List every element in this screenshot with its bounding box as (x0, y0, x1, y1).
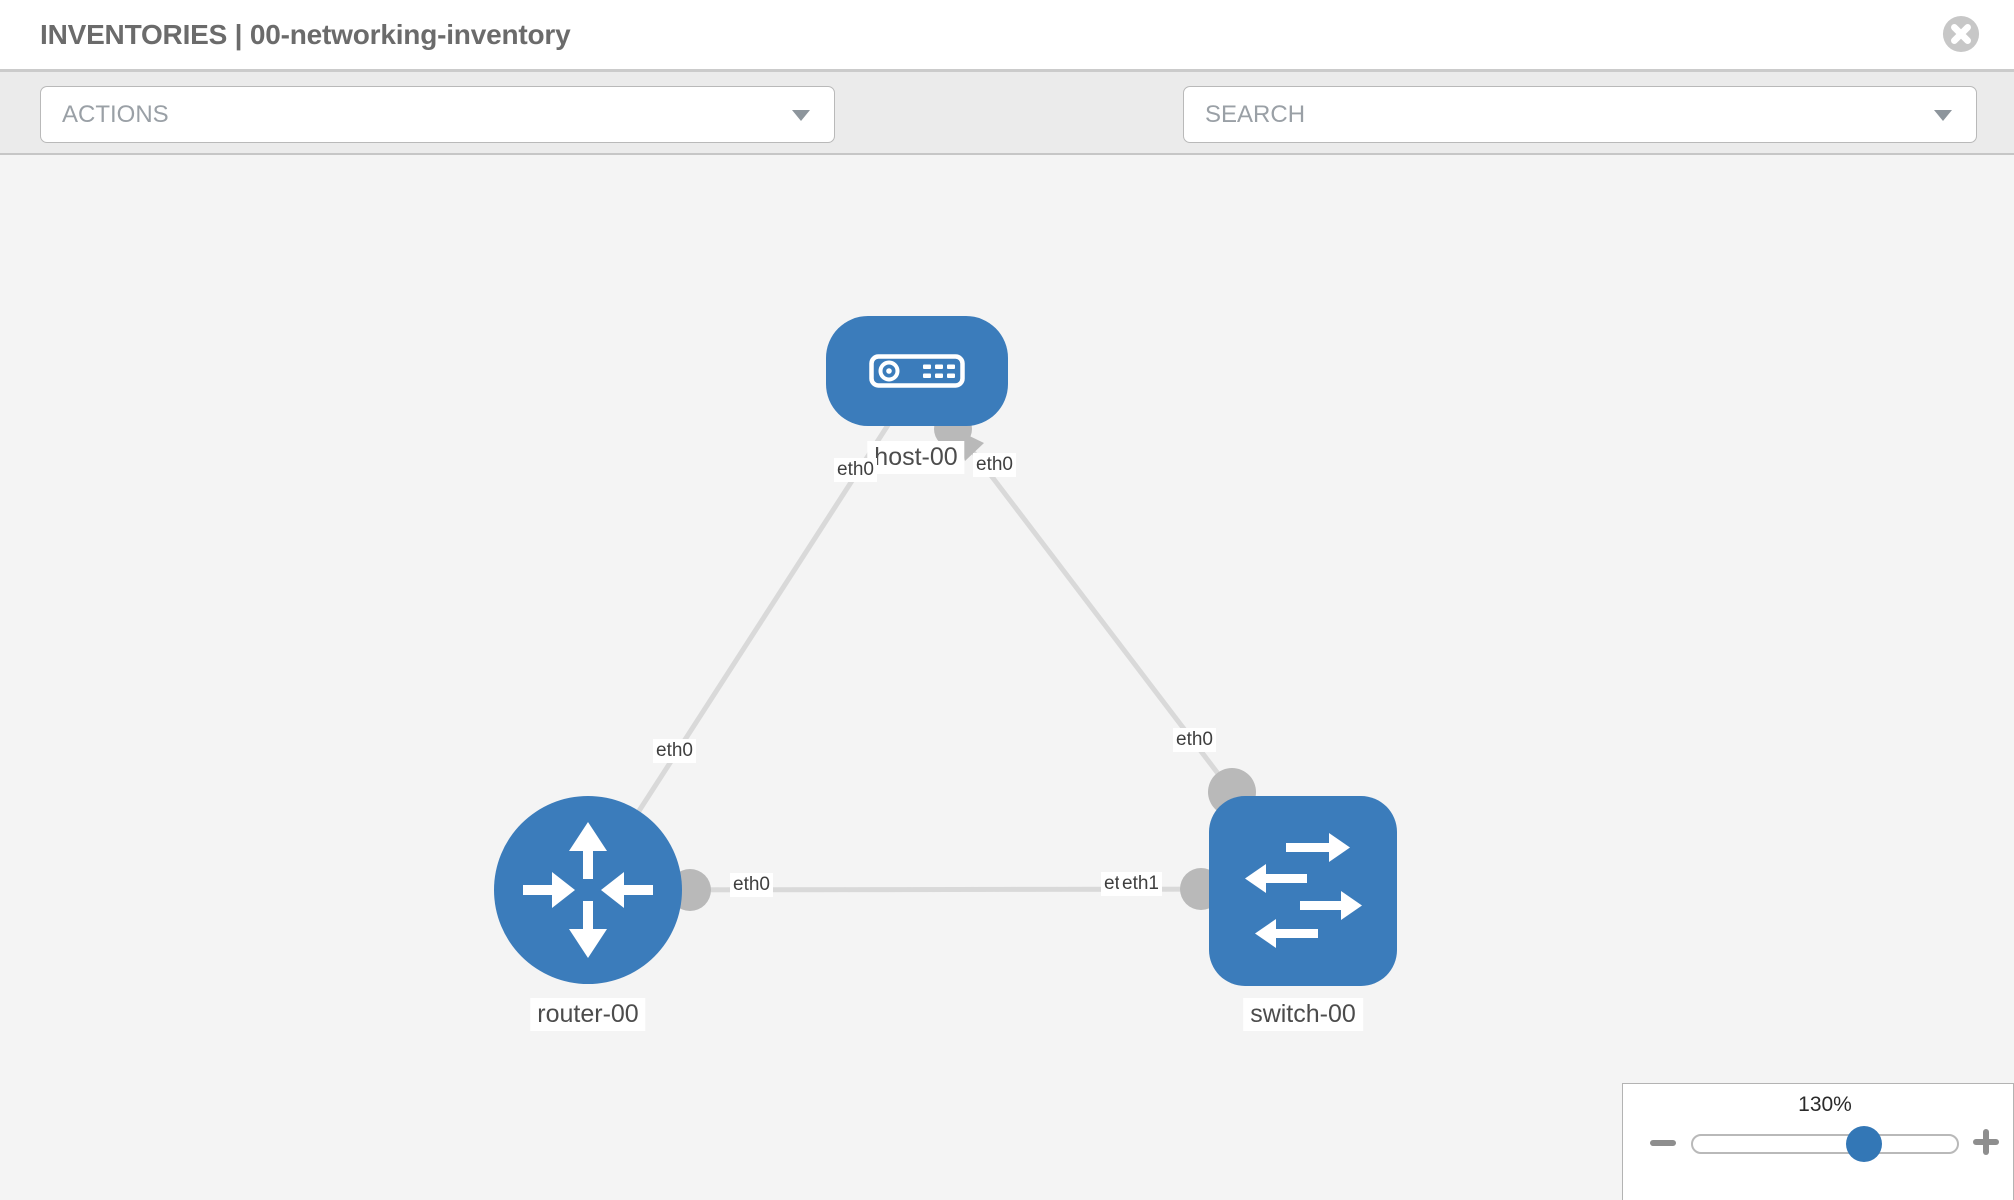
zoom-slider-track[interactable] (1691, 1134, 1959, 1154)
if-label-router-host-mid: eth0 (653, 739, 696, 763)
header-bar: INVENTORIES | 00-networking-inventory (0, 0, 2014, 72)
if-label-switch-top: eth0 (1173, 728, 1216, 752)
x-circle-icon (1942, 15, 1980, 53)
toolbar: ACTIONS SEARCH (0, 72, 2014, 203)
link-router-switch (587, 886, 1303, 893)
node-router-00[interactable] (494, 796, 682, 984)
if-label-over: eth1 (1119, 872, 1162, 896)
if-label-host-right: eth0 (973, 453, 1016, 477)
search-dropdown[interactable]: SEARCH (1183, 86, 1977, 143)
node-switch-00[interactable] (1209, 796, 1397, 986)
close-button[interactable] (1942, 15, 1980, 53)
search-placeholder: SEARCH (1205, 101, 1306, 128)
node-label-router: router-00 (530, 998, 646, 1031)
page-title: INVENTORIES | 00-networking-inventory (40, 19, 571, 50)
minus-icon[interactable] (1650, 1140, 1676, 1146)
actions-dropdown[interactable]: ACTIONS (40, 86, 835, 143)
zoom-level-value: 130% (1798, 1093, 1852, 1116)
switch-icon (1245, 833, 1362, 948)
if-label-host-left: eth0 (834, 458, 877, 482)
router-icon (523, 822, 653, 958)
node-label-host: host-00 (867, 441, 965, 474)
plus-icon[interactable] (1973, 1129, 1999, 1155)
if-label-overlap-group: eth0 eth1 (1101, 872, 1162, 896)
topology-canvas[interactable]: host-00 router-00 switch-00 eth0 eth0 et… (0, 155, 2014, 1200)
host-device-icon (869, 354, 965, 388)
zoom-slider-thumb[interactable] (1846, 1126, 1882, 1162)
chevron-down-icon (792, 110, 810, 121)
chevron-down-icon (1934, 110, 1952, 121)
if-label-router-right: eth0 (730, 873, 773, 897)
node-label-switch: switch-00 (1243, 998, 1363, 1031)
node-host-00[interactable] (826, 316, 1008, 426)
actions-dropdown-label: ACTIONS (62, 101, 169, 128)
zoom-control-panel: 130% (1622, 1083, 2014, 1200)
